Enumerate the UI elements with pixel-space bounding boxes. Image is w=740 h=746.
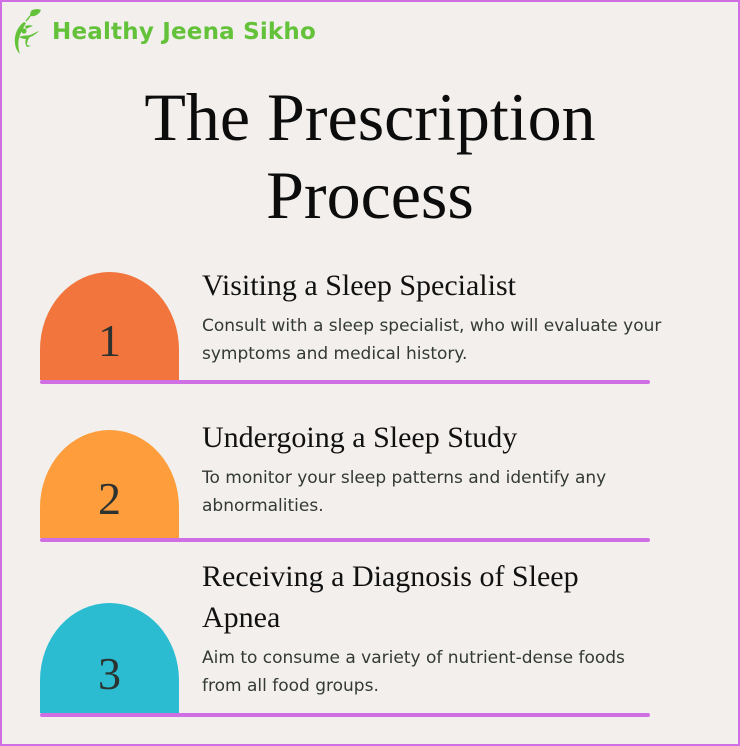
step-heading: Undergoing a Sleep Study bbox=[202, 421, 518, 454]
step-content: Undergoing a Sleep Study To monitor your… bbox=[202, 417, 662, 520]
step-3: 3 Receiving a Diagnosis of Sleep Apnea A… bbox=[40, 556, 650, 717]
step-number-arch: 3 bbox=[40, 603, 179, 713]
step-1: 1 Visiting a Sleep Specialist Consult wi… bbox=[40, 265, 661, 384]
brand-header: Healthy Jeena Sikho bbox=[8, 8, 316, 56]
brand-name: Healthy Jeena Sikho bbox=[52, 19, 316, 45]
step-heading: Receiving a Diagnosis of Sleep Apnea bbox=[202, 560, 579, 634]
page-title: The Prescription Process bbox=[0, 78, 740, 234]
step-content: Receiving a Diagnosis of Sleep Apnea Aim… bbox=[202, 556, 662, 700]
step-2: 2 Undergoing a Sleep Study To monitor yo… bbox=[40, 417, 650, 542]
step-divider bbox=[40, 538, 650, 542]
step-content: Visiting a Sleep Specialist Consult with… bbox=[202, 265, 662, 368]
step-number: 3 bbox=[98, 648, 121, 699]
step-description: Aim to consume a variety of nutrient-den… bbox=[202, 648, 625, 696]
step-description: Consult with a sleep specialist, who wil… bbox=[202, 316, 662, 364]
step-heading: Visiting a Sleep Specialist bbox=[202, 269, 516, 302]
step-number-arch: 2 bbox=[40, 430, 179, 538]
step-number: 2 bbox=[98, 473, 121, 524]
running-figure-leaf-icon bbox=[14, 9, 41, 54]
title-line-2: Process bbox=[266, 157, 474, 233]
step-number: 1 bbox=[98, 315, 121, 366]
title-line-1: The Prescription bbox=[144, 79, 596, 155]
step-divider bbox=[40, 380, 650, 384]
step-number-arch: 1 bbox=[40, 272, 179, 380]
step-divider bbox=[40, 713, 650, 717]
step-description: To monitor your sleep patterns and ident… bbox=[202, 468, 607, 516]
